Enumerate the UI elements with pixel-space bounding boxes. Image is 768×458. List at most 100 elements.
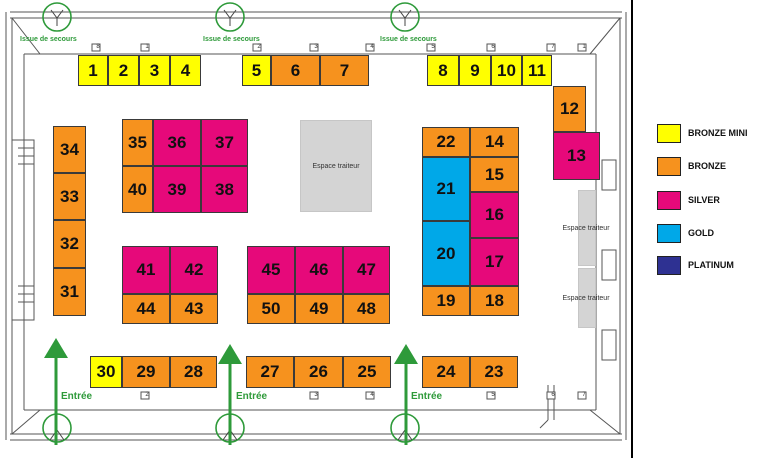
booth-number: 43 <box>184 299 204 318</box>
booth-19[interactable]: 19 <box>422 286 470 316</box>
booth-43[interactable]: 43 <box>170 294 218 324</box>
booth-12[interactable]: 12 <box>553 86 586 132</box>
booth-13[interactable]: 13 <box>553 132 600 180</box>
booth-17[interactable]: 17 <box>470 238 519 286</box>
booth-number: 20 <box>436 243 456 263</box>
booth-24[interactable]: 24 <box>422 356 470 388</box>
legend-separator <box>631 0 633 458</box>
booth-11[interactable]: 11 <box>522 55 552 86</box>
pillar-number: 6 <box>551 392 555 398</box>
catering-area-right-bottom-strip <box>578 268 596 328</box>
booth-15[interactable]: 15 <box>470 157 519 192</box>
booth-number: 15 <box>485 164 504 184</box>
booth-number: 41 <box>136 260 156 279</box>
booth-number: 4 <box>180 60 191 80</box>
booth-6[interactable]: 6 <box>271 55 320 86</box>
booth-1[interactable]: 1 <box>78 55 108 86</box>
legend-swatch <box>657 190 681 210</box>
booth-35[interactable]: 35 <box>122 119 153 166</box>
pillar-number: 5 <box>431 44 435 50</box>
emergency-exit-label-2: Issue de secours <box>203 36 260 43</box>
booth-number: 28 <box>184 362 203 381</box>
booth-26[interactable]: 26 <box>294 356 343 388</box>
booth-number: 45 <box>261 260 281 279</box>
booth-31[interactable]: 31 <box>53 268 86 316</box>
booth-21[interactable]: 21 <box>422 157 470 221</box>
booth-49[interactable]: 49 <box>295 294 343 324</box>
booth-30[interactable]: 30 <box>90 356 122 388</box>
booth-22[interactable]: 22 <box>422 127 470 157</box>
legend-swatch <box>657 255 681 275</box>
entry-label-3: Entrée <box>411 391 443 402</box>
booth-41[interactable]: 41 <box>122 246 170 294</box>
booth-39[interactable]: 39 <box>153 166 201 213</box>
booth-50[interactable]: 50 <box>247 294 295 324</box>
booth-2[interactable]: 2 <box>108 55 139 86</box>
booth-29[interactable]: 29 <box>122 356 170 388</box>
floor-plan-outline <box>5 2 627 445</box>
booth-number: 19 <box>436 291 456 310</box>
booth-5[interactable]: 5 <box>242 55 271 86</box>
legend-item-silver: SILVER <box>657 190 720 210</box>
legend-swatch <box>657 123 681 143</box>
booth-number: 34 <box>60 139 79 159</box>
booth-number: 11 <box>528 60 546 80</box>
booth-7[interactable]: 7 <box>320 55 369 86</box>
booth-number: 26 <box>309 362 328 381</box>
legend-label: GOLD <box>688 228 714 238</box>
legend-label: SILVER <box>688 195 720 205</box>
booth-20[interactable]: 20 <box>422 221 470 286</box>
legend-item-bronze-mini: BRONZE MINI <box>657 123 748 143</box>
booth-number: 25 <box>357 362 377 381</box>
booth-25[interactable]: 25 <box>343 356 391 388</box>
catering-label: Espace traiteur <box>312 162 360 170</box>
entry-label-2: Entrée <box>236 391 268 402</box>
booth-34[interactable]: 34 <box>53 126 86 173</box>
booth-number: 29 <box>136 362 156 381</box>
catering-area-center: Espace traiteur <box>300 120 372 212</box>
booth-48[interactable]: 48 <box>343 294 390 324</box>
catering-area-right-top: Espace traiteur <box>560 222 612 234</box>
legend-item-gold: GOLD <box>657 223 714 243</box>
booth-number: 48 <box>357 299 376 318</box>
booth-number: 13 <box>567 146 586 165</box>
booth-32[interactable]: 32 <box>53 220 86 268</box>
pillar-number: 1 <box>145 44 149 50</box>
entry-label-1: Entrée <box>61 391 93 402</box>
booth-8[interactable]: 8 <box>427 55 459 86</box>
booth-44[interactable]: 44 <box>122 294 170 324</box>
booth-33[interactable]: 33 <box>53 173 86 220</box>
pillar-number: 2 <box>145 392 149 398</box>
booth-27[interactable]: 27 <box>246 356 294 388</box>
pillar-number: 5 <box>491 392 495 398</box>
booth-36[interactable]: 36 <box>153 119 201 166</box>
booth-number: 22 <box>436 132 456 151</box>
legend-item-bronze: BRONZE <box>657 156 726 176</box>
booth-18[interactable]: 18 <box>470 286 519 316</box>
booth-number: 40 <box>128 179 147 199</box>
booth-10[interactable]: 10 <box>491 55 522 86</box>
booth-38[interactable]: 38 <box>201 166 248 213</box>
pillar-number: 4 <box>370 392 374 398</box>
pillar-number: 7 <box>551 44 555 50</box>
booth-42[interactable]: 42 <box>170 246 218 294</box>
legend-item-platinum: PLATINUM <box>657 255 734 275</box>
booth-14[interactable]: 14 <box>470 127 519 157</box>
booth-40[interactable]: 40 <box>122 166 153 213</box>
legend-swatch <box>657 223 681 243</box>
booth-47[interactable]: 47 <box>343 246 390 294</box>
booth-number: 33 <box>60 186 79 206</box>
booth-number: 23 <box>484 362 504 381</box>
booth-3[interactable]: 3 <box>139 55 170 86</box>
catering-label: Espace traiteur <box>562 294 610 302</box>
legend-swatch <box>657 156 681 176</box>
booth-number: 6 <box>290 60 301 80</box>
booth-37[interactable]: 37 <box>201 119 248 166</box>
booth-4[interactable]: 4 <box>170 55 201 86</box>
booth-16[interactable]: 16 <box>470 192 519 238</box>
booth-9[interactable]: 9 <box>459 55 491 86</box>
booth-23[interactable]: 23 <box>470 356 518 388</box>
booth-46[interactable]: 46 <box>295 246 343 294</box>
booth-28[interactable]: 28 <box>170 356 217 388</box>
booth-45[interactable]: 45 <box>247 246 295 294</box>
